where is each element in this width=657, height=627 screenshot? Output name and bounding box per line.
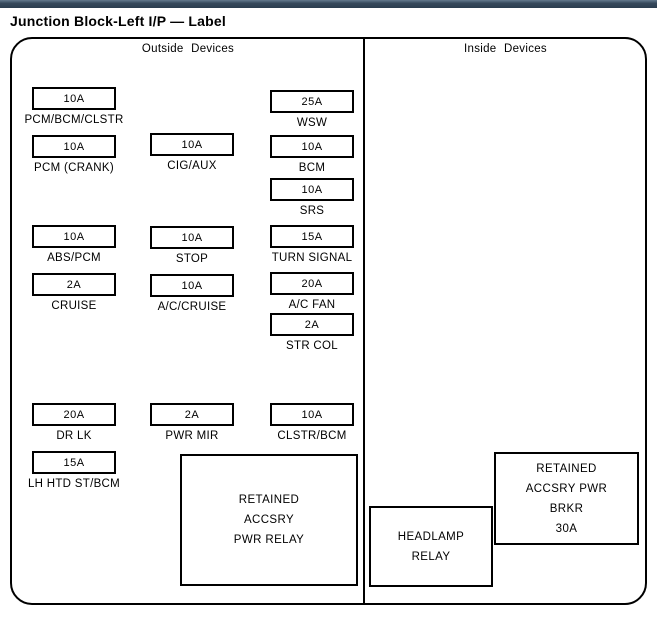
breaker-text-line: RETAINED [536, 462, 597, 475]
fuse-amp: 20A [301, 277, 323, 290]
window-top-bar [0, 0, 657, 8]
fuse-label: LH HTD ST/BCM [27, 478, 121, 490]
fuse-amp: 10A [181, 279, 203, 292]
page-title: Junction Block-Left I/P — Label [10, 13, 226, 29]
fuse-stop: 10A STOP [150, 226, 234, 265]
fuse-amp: 10A [181, 138, 203, 151]
breaker-text-line: 30A [555, 522, 578, 535]
fuse-label: BCM [298, 162, 326, 174]
fuse-label: SRS [299, 205, 325, 217]
fuse-amp-box: 10A [32, 135, 116, 158]
fuse-amp: 10A [63, 140, 85, 153]
fuse-clstr-bcm: 10A CLSTR/BCM [270, 403, 354, 442]
fuse-amp-box: 10A [150, 226, 234, 249]
fuse-amp: 10A [181, 231, 203, 244]
fuse-amp-box: 2A [32, 273, 116, 296]
fuse-label: STOP [175, 253, 209, 265]
fuse-srs: 10A SRS [270, 178, 354, 217]
retained-accsry-pwr-relay-box: RETAINED ACCSRY PWR RELAY [180, 454, 358, 586]
fuse-amp: 10A [301, 408, 323, 421]
inside-devices-header: Inside Devices [464, 43, 547, 55]
fuse-amp: 2A [304, 318, 320, 331]
breaker-text-line: ACCSRY PWR [525, 482, 608, 495]
fuse-pwr-mir: 2A PWR MIR [150, 403, 234, 442]
relay-text-line: RELAY [411, 550, 451, 563]
fuse-label: CIG/AUX [167, 160, 217, 172]
fuse-amp-box: 2A [270, 313, 354, 336]
fuse-dr-lk: 20A DR LK [32, 403, 116, 442]
fuse-label: PCM/BCM/CLSTR [24, 114, 124, 126]
fuse-ac-fan: 20A A/C FAN [270, 272, 354, 311]
fuse-label: PWR MIR [165, 430, 219, 442]
fuse-turn-signal: 15A TURN SIGNAL [270, 225, 354, 264]
section-divider [363, 39, 365, 603]
fuse-bcm: 10A BCM [270, 135, 354, 174]
fuse-amp: 25A [301, 95, 323, 108]
fuse-label: CRUISE [51, 300, 97, 312]
fuse-label: TURN SIGNAL [271, 252, 353, 264]
fuse-cig-aux: 10A CIG/AUX [150, 133, 234, 172]
retained-accsry-pwr-brkr-box: RETAINED ACCSRY PWR BRKR 30A [494, 452, 639, 545]
fuse-pcm-crank: 10A PCM (CRANK) [32, 135, 116, 174]
fuse-label: WSW [296, 117, 328, 129]
fuse-amp-box: 10A [270, 135, 354, 158]
fuse-amp-box: 10A [150, 133, 234, 156]
fuse-wsw: 25A WSW [270, 90, 354, 129]
fuse-amp-box: 10A [32, 225, 116, 248]
fuse-abs-pcm: 10A ABS/PCM [32, 225, 116, 264]
fuse-amp: 10A [63, 92, 85, 105]
relay-text-line: RETAINED [238, 494, 300, 506]
relay-text-line: ACCSRY [243, 514, 295, 526]
fuse-amp-box: 10A [150, 274, 234, 297]
fuse-label: CLSTR/BCM [277, 430, 347, 442]
fuse-cruise: 2A CRUISE [32, 273, 116, 312]
fuse-amp: 15A [301, 230, 323, 243]
fuse-amp-box: 10A [270, 178, 354, 201]
relay-text-line: PWR RELAY [233, 534, 305, 546]
fuse-lh-htd-st-bcm: 15A LH HTD ST/BCM [28, 451, 120, 490]
fuse-amp-box: 20A [32, 403, 116, 426]
outside-devices-header: Outside Devices [141, 43, 235, 55]
fuse-label: PCM (CRANK) [34, 162, 114, 174]
fuse-amp: 2A [184, 408, 200, 421]
fuse-amp: 10A [301, 183, 323, 196]
fuse-amp-box: 25A [270, 90, 354, 113]
fuse-amp: 10A [301, 140, 323, 153]
fuse-amp-box: 20A [270, 272, 354, 295]
fuse-str-col: 2A STR COL [270, 313, 354, 352]
fuse-amp-box: 10A [32, 87, 116, 110]
fuse-pcm-bcm-clstr: 10A PCM/BCM/CLSTR [24, 87, 123, 126]
breaker-text-line: BRKR [549, 502, 584, 515]
fuse-amp: 10A [63, 230, 85, 243]
fuse-label: A/C FAN [288, 299, 336, 311]
fuse-amp: 15A [63, 456, 85, 469]
fuse-ac-cruise: 10A A/C/CRUISE [150, 274, 234, 313]
fuse-label: DR LK [56, 430, 92, 442]
fuse-amp: 20A [63, 408, 85, 421]
relay-text-line: HEADLAMP [397, 530, 465, 543]
headlamp-relay-box: HEADLAMP RELAY [369, 506, 493, 587]
fuse-label: A/C/CRUISE [157, 301, 227, 313]
fuse-amp-box: 2A [150, 403, 234, 426]
fuse-amp: 2A [66, 278, 82, 291]
fuse-label: STR COL [286, 340, 338, 352]
fuse-amp-box: 10A [270, 403, 354, 426]
fuse-label: ABS/PCM [47, 252, 101, 264]
fuse-amp-box: 15A [270, 225, 354, 248]
fuse-amp-box: 15A [32, 451, 116, 474]
